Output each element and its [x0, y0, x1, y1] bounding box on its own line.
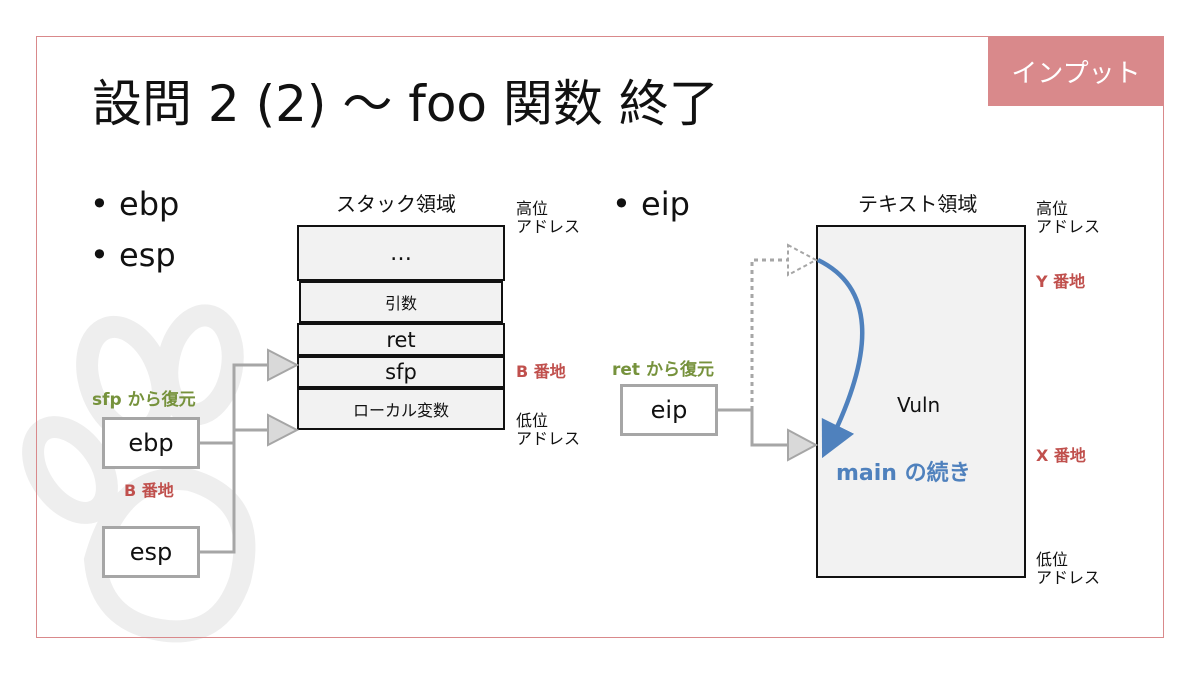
main-continue-label: main の続き	[836, 461, 971, 486]
arrow-to-x	[787, 428, 819, 462]
arrow-to-sfp	[267, 348, 300, 382]
eip-register: eip	[620, 384, 718, 436]
arrow-to-y-dashed	[787, 243, 819, 277]
x-address-label: X 番地	[1036, 446, 1086, 465]
ebp-register: ebp	[102, 417, 200, 469]
stack-low-address: 低位アドレス	[516, 411, 581, 448]
text-area-title: テキスト領域	[858, 192, 978, 216]
b-address-label: B 番地	[516, 362, 566, 381]
arrow-to-local	[267, 413, 300, 447]
bullet-ebp: • ebp	[90, 185, 180, 223]
vuln-label: Vuln	[897, 393, 941, 417]
stack-high-address: 高位アドレス	[516, 199, 581, 236]
bullet-esp: • esp	[90, 236, 176, 274]
stack-cell-args: 引数	[299, 281, 503, 323]
y-address-label: Y 番地	[1036, 272, 1086, 291]
bullet-eip: • eip	[612, 185, 690, 223]
sfp-restore-label: sfp から復元	[92, 390, 196, 410]
page-title: 設問 2 (2) 〜 foo 関数 終了	[92, 75, 719, 133]
esp-register: esp	[102, 526, 200, 578]
stack-cell-ellipsis: …	[297, 225, 505, 281]
return-arrow	[817, 257, 865, 459]
input-badge: インプット	[988, 36, 1164, 106]
stack-cell-sfp: sfp	[297, 356, 505, 388]
ret-restore-label: ret から復元	[612, 360, 714, 380]
ebp-value-label: B 番地	[124, 481, 174, 500]
text-low-address: 低位アドレス	[1036, 550, 1101, 587]
stack-area-title: スタック領域	[336, 192, 456, 216]
stack-cell-local-vars: ローカル変数	[297, 388, 505, 430]
text-segment-box	[816, 225, 1026, 578]
stack-cell-ret: ret	[297, 323, 505, 356]
text-high-address: 高位アドレス	[1036, 199, 1101, 236]
slide-frame	[36, 36, 1164, 638]
